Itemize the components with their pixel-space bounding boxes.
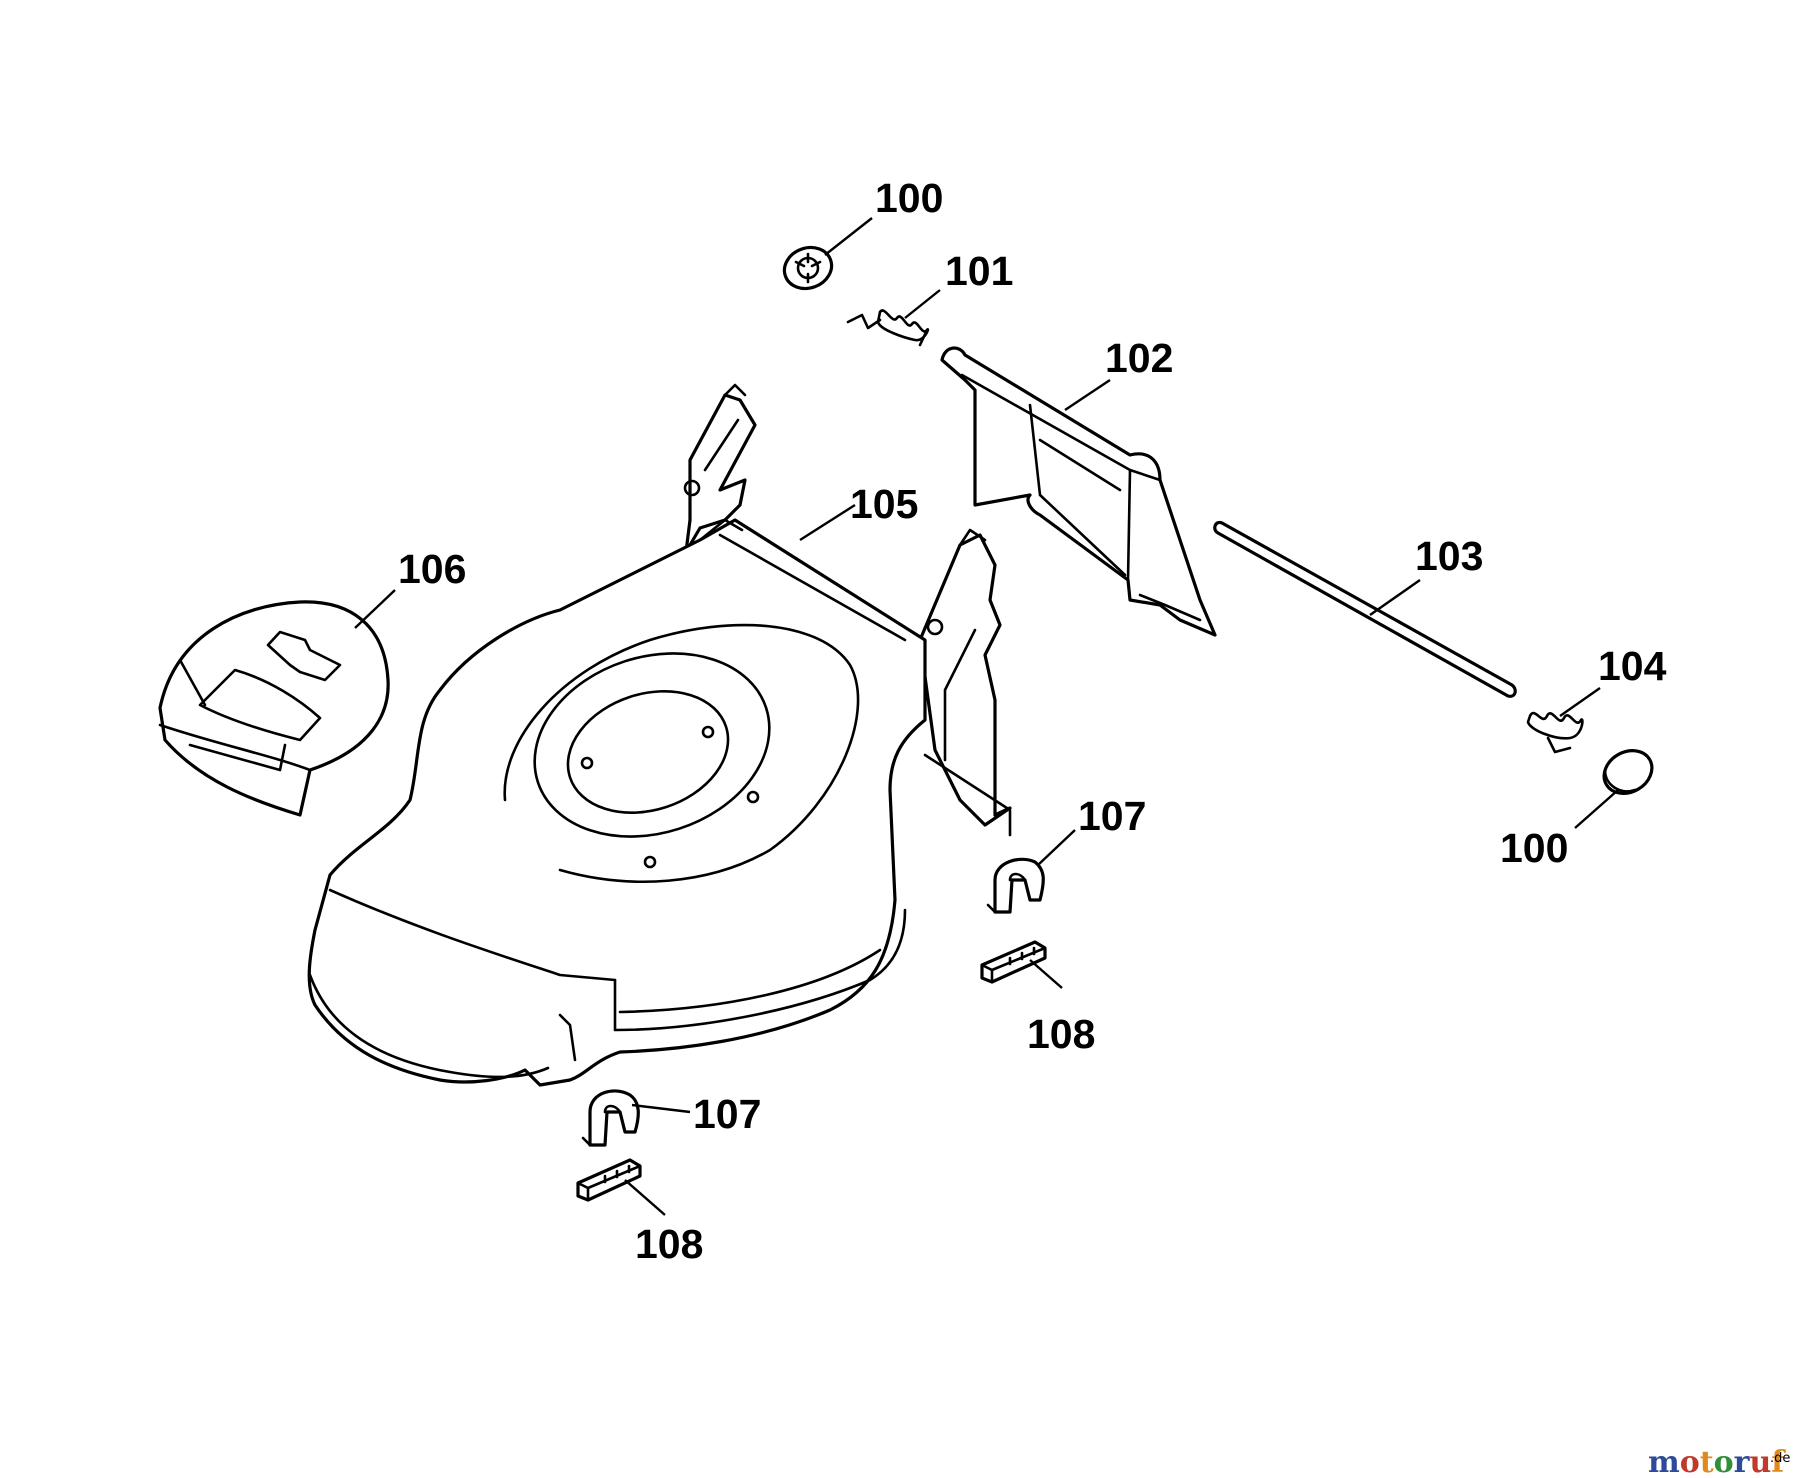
label-108-right: 108 <box>1027 1011 1095 1057</box>
label-100-top: 100 <box>875 175 943 221</box>
label-103: 103 <box>1415 533 1483 579</box>
label-104: 104 <box>1598 643 1667 689</box>
label-107-right: 107 <box>1078 793 1146 839</box>
clip-108-left <box>576 1158 642 1202</box>
wm-suffix: .de <box>1770 1451 1790 1466</box>
label-105: 105 <box>850 481 918 527</box>
wm-letter: r <box>1734 1445 1751 1478</box>
mower-deck-housing <box>307 383 1012 1087</box>
wm-letter: m <box>1648 1445 1680 1478</box>
label-102: 102 <box>1105 335 1173 381</box>
svg-text:motoruf: motoruf <box>1648 1445 1786 1478</box>
wm-letter: u <box>1749 1445 1771 1478</box>
end-cap <box>1602 749 1654 795</box>
rod <box>1213 520 1517 698</box>
motoruf-watermark: motoruf .de <box>1648 1445 1790 1478</box>
wm-letter: f <box>1771 1445 1786 1478</box>
clip-107-left <box>581 1089 640 1147</box>
mulch-plug <box>158 600 390 817</box>
wm-letter: o <box>1680 1445 1700 1478</box>
spring-101 <box>846 309 930 347</box>
label-107-left: 107 <box>693 1091 761 1137</box>
wm-letter: o <box>1714 1445 1734 1478</box>
spring-104 <box>1526 711 1584 754</box>
leader-lines <box>354 217 1619 1216</box>
label-100-right: 100 <box>1500 825 1568 871</box>
clip-108-right <box>980 940 1047 984</box>
rear-flap <box>940 346 1217 637</box>
label-108-left: 108 <box>635 1221 703 1267</box>
washer-top <box>782 245 834 291</box>
clip-107-right <box>986 857 1045 914</box>
label-101: 101 <box>945 248 1013 294</box>
label-106: 106 <box>398 546 466 592</box>
wm-letter: t <box>1700 1445 1714 1478</box>
